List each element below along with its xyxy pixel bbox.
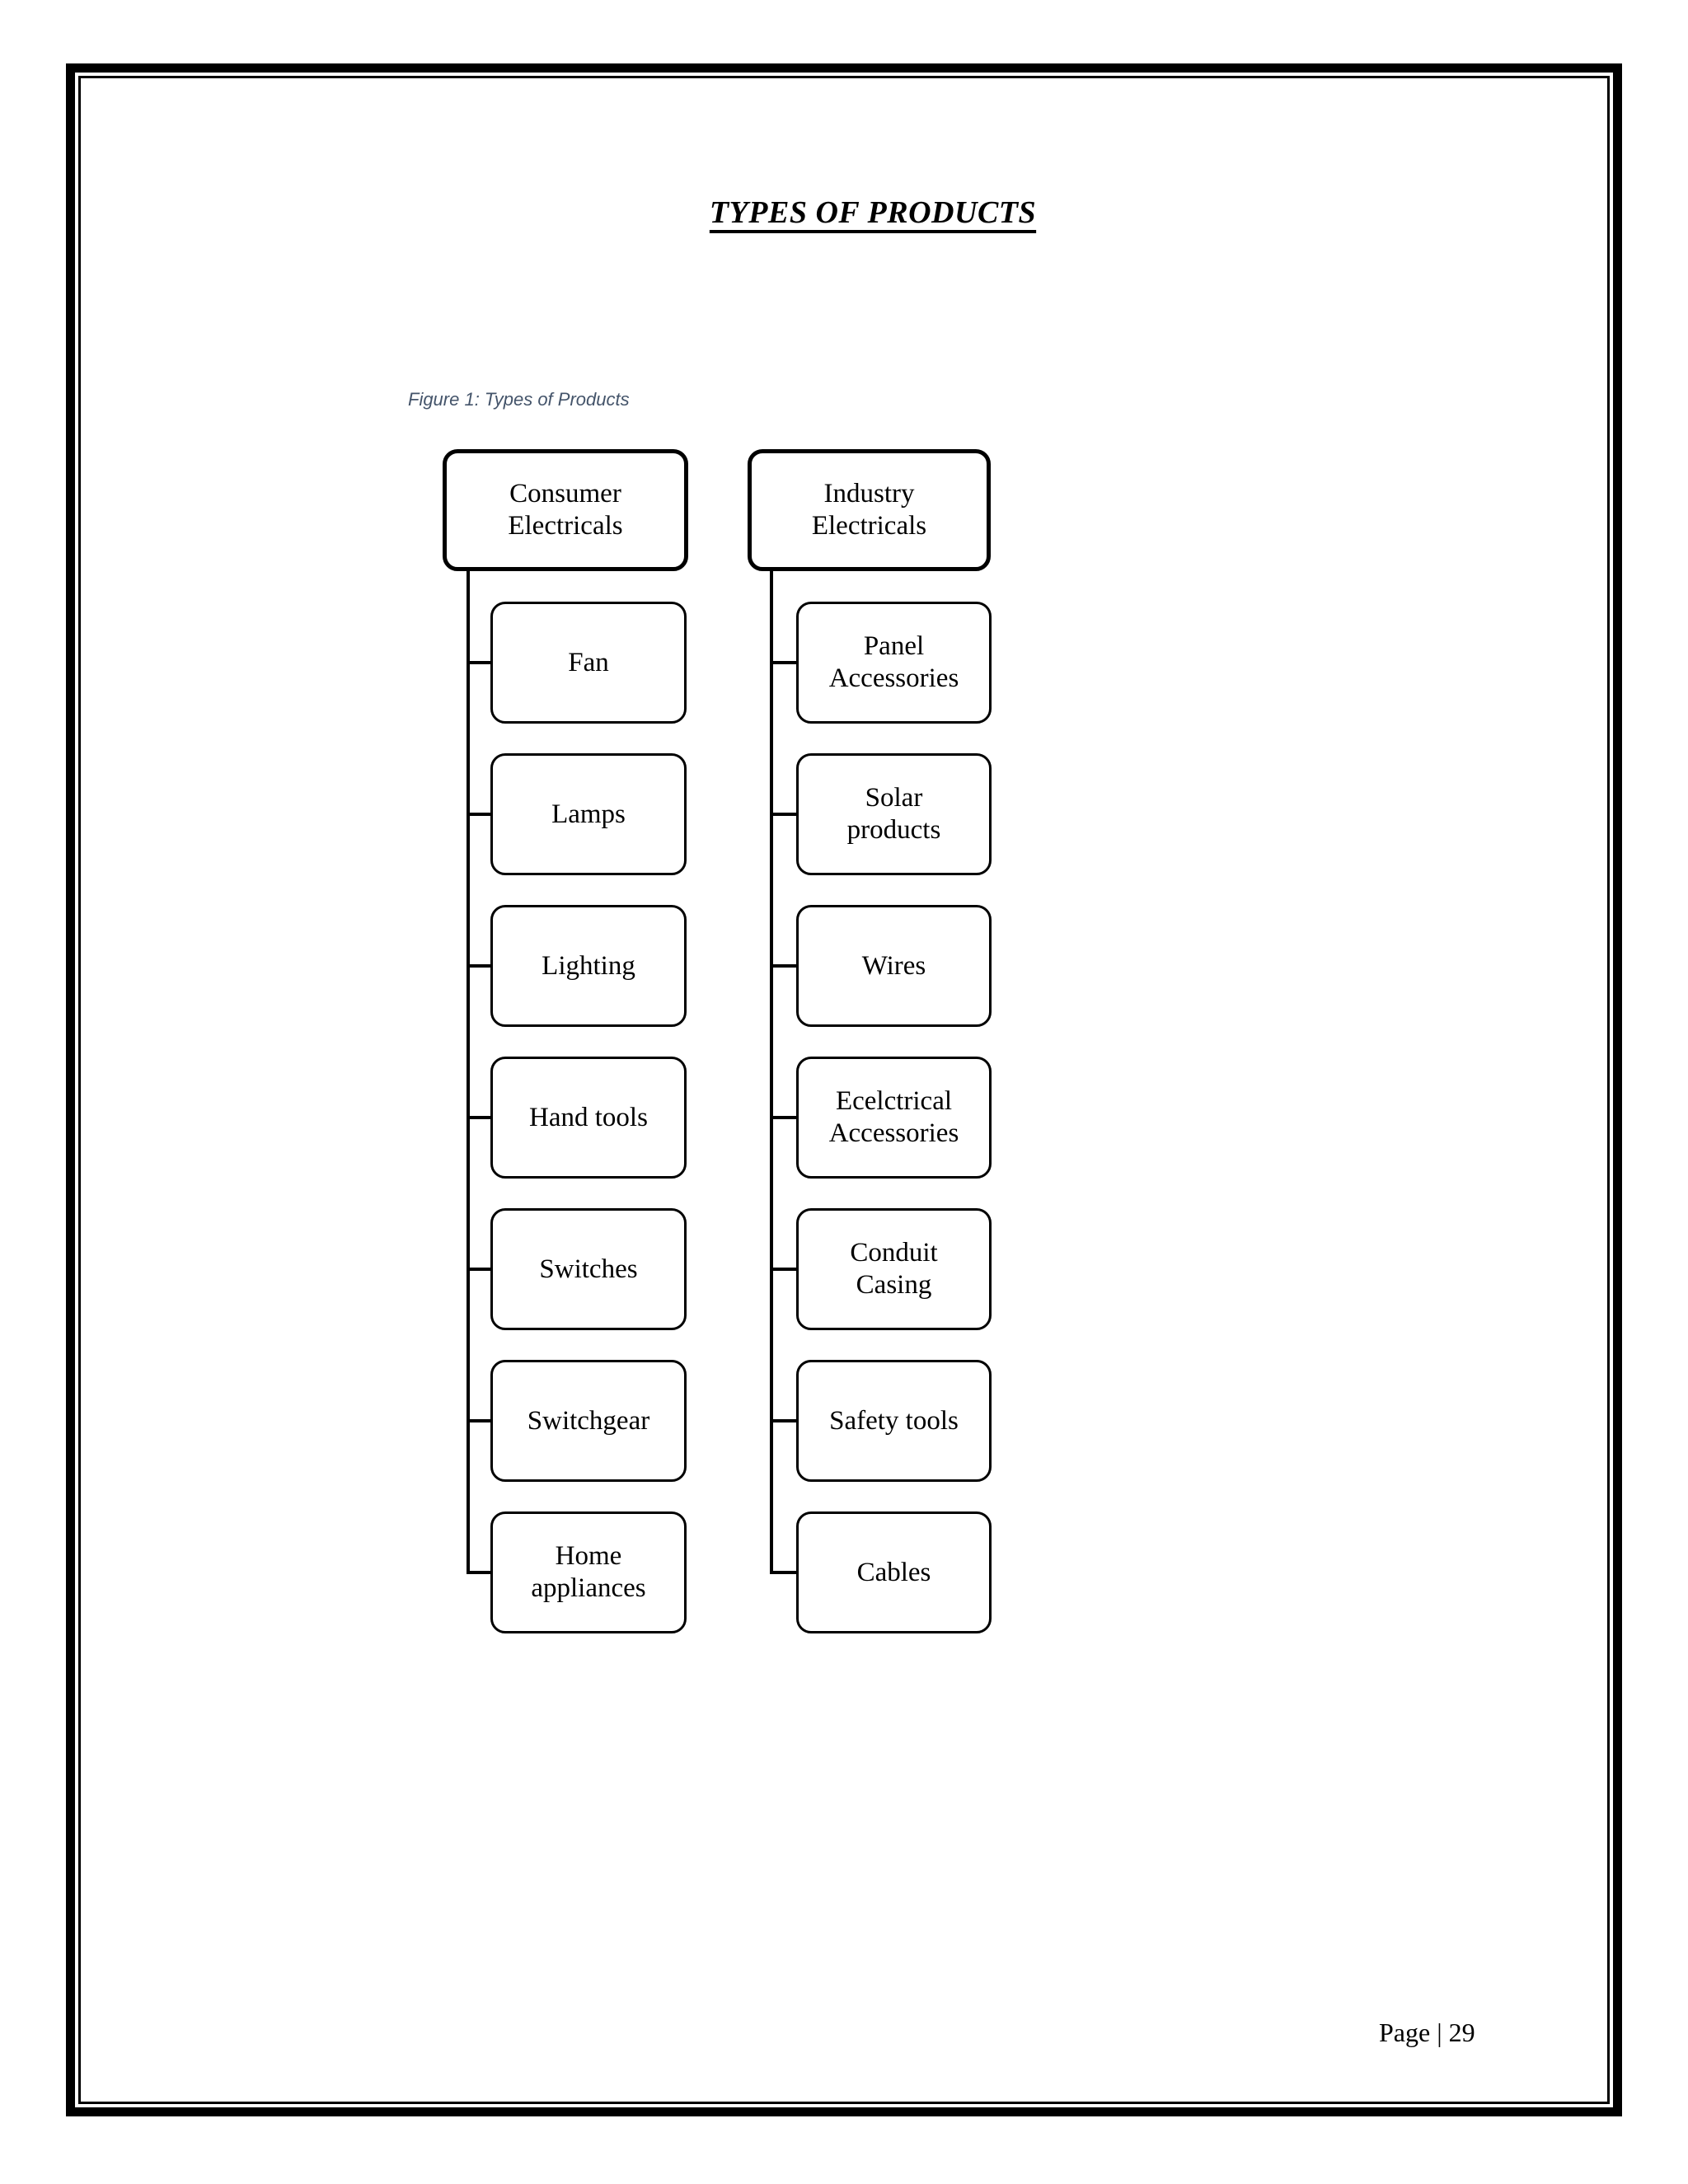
connector-stub [770, 1268, 799, 1271]
connector-stub [467, 1571, 493, 1574]
node-switches: Switches [490, 1208, 687, 1330]
node-lamps: Lamps [490, 753, 687, 875]
node-hand-tools: Hand tools [490, 1057, 687, 1179]
node-solar-products: Solar products [796, 753, 992, 875]
document-title: TYPES OF PRODUCTS [709, 195, 1037, 230]
page-number: Page | 29 [1379, 2018, 1475, 2047]
node-ecelctrical-accessories: Ecelctrical Accessories [796, 1057, 992, 1179]
node-lighting: Lighting [490, 905, 687, 1027]
node-switchgear: Switchgear [490, 1360, 687, 1482]
connector-trunk-consumer [467, 569, 470, 1574]
node-safety-tools: Safety tools [796, 1360, 992, 1482]
connector-stub [467, 1268, 493, 1271]
node-panel-accessories: Panel Accessories [796, 602, 992, 724]
connector-stub [467, 964, 493, 968]
connector-stub [467, 661, 493, 664]
connector-stub [770, 813, 799, 816]
connector-stub [467, 1419, 493, 1422]
connector-stub [770, 1419, 799, 1422]
node-fan: Fan [490, 602, 687, 724]
node-conduit-casing: Conduit Casing [796, 1208, 992, 1330]
node-industry-electricals: Industry Electricals [748, 449, 991, 571]
node-consumer-electricals: Consumer Electricals [443, 449, 688, 571]
connector-stub [770, 1116, 799, 1119]
connector-stub [770, 964, 799, 968]
connector-stub [770, 1571, 799, 1574]
figure-caption: Figure 1: Types of Products [408, 389, 630, 410]
page-border [66, 63, 1622, 2116]
connector-stub [770, 661, 799, 664]
page-border-inner [78, 76, 1610, 2104]
connector-trunk-industry [770, 569, 773, 1574]
connector-stub [467, 1116, 493, 1119]
connector-stub [467, 813, 493, 816]
node-home-appliances: Home appliances [490, 1511, 687, 1633]
node-wires: Wires [796, 905, 992, 1027]
node-cables: Cables [796, 1511, 992, 1633]
